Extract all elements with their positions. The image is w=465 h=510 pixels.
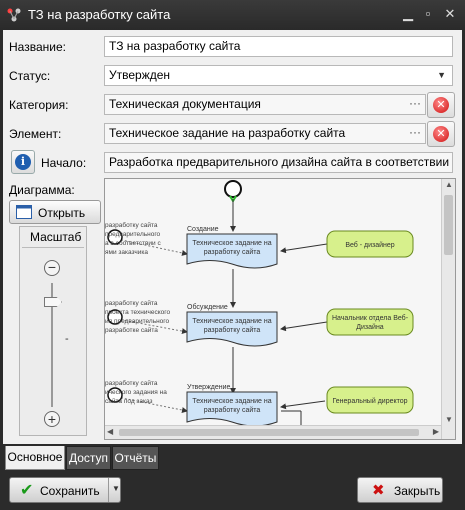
node-text: разработку сайта — [204, 248, 261, 256]
title-bar[interactable]: ТЗ на разработку сайта ▁ ▫ ✕ — [0, 0, 465, 30]
clear-category-button[interactable]: ✕ — [427, 92, 455, 118]
form-panel: Название: ТЗ на разработку сайта Статус:… — [3, 30, 462, 444]
save-button-label: Сохранить — [40, 484, 100, 498]
zoom-in-icon[interactable]: + — [44, 411, 60, 427]
node-text: Техническое задание на — [192, 398, 271, 405]
category-field[interactable]: Техническая документация ··· — [104, 94, 426, 115]
vertical-scroll-thumb[interactable] — [444, 195, 453, 255]
element-value: Техническое задание на разработку сайта — [109, 126, 346, 140]
tab-access[interactable]: Доступ — [66, 446, 111, 470]
scale-slider-thumb[interactable] — [44, 297, 62, 307]
info-icon: i — [15, 154, 31, 170]
horizontal-scroll-thumb[interactable] — [119, 429, 419, 436]
scale-panel: Масштаб − - + — [19, 226, 87, 436]
horizontal-scrollbar[interactable]: ◀ ▶ — [105, 425, 441, 439]
zoom-out-icon[interactable]: − — [44, 260, 60, 276]
close-icon[interactable]: ✕ — [444, 6, 456, 21]
scale-track — [51, 283, 53, 407]
note-text: ия предварительного — [105, 318, 170, 325]
role-text: Веб - дизайнер — [345, 241, 394, 249]
clear-icon: ✕ — [433, 97, 449, 113]
start-label: Начало: — [41, 156, 87, 170]
close-button[interactable]: ✖ Закрыть — [357, 477, 443, 503]
start-event[interactable] — [224, 180, 242, 198]
scale-tick: - — [65, 333, 69, 345]
node-caption: Создание — [187, 226, 219, 233]
node-caption: Утверждение — [187, 384, 231, 391]
category-label: Категория: — [9, 98, 69, 112]
name-field[interactable]: ТЗ на разработку сайта — [104, 36, 453, 57]
split-divider — [108, 478, 109, 502]
window-title: ТЗ на разработку сайта — [28, 7, 171, 22]
chevron-down-icon[interactable]: ▼ — [437, 70, 446, 80]
node-text: разработку сайта — [204, 326, 261, 334]
node-text: разработку сайта — [204, 406, 261, 414]
role-text: Дизайна — [356, 323, 384, 331]
open-button-label: Открыть — [38, 206, 86, 220]
note-text: а в соответствии с — [105, 240, 161, 247]
vertical-scrollbar[interactable]: ▲ ▼ — [441, 179, 455, 439]
close-button-label: Закрыть — [394, 484, 441, 498]
note-text: ями заказчика — [105, 249, 148, 256]
tab-main[interactable]: Основное — [5, 446, 65, 470]
open-button[interactable]: Открыть — [9, 200, 101, 224]
element-field[interactable]: Техническое задание на разработку сайта … — [104, 123, 426, 144]
clear-icon: ✕ — [433, 126, 449, 142]
window-icon — [16, 205, 32, 219]
role-text: Генеральный директор — [332, 397, 407, 405]
note-text: разработку сайта — [105, 221, 158, 229]
info-button[interactable]: i — [11, 150, 35, 174]
minimize-icon[interactable]: ▁ — [403, 6, 413, 21]
role-text: Начальник отдела Веб- — [332, 314, 409, 322]
scroll-right-icon[interactable]: ▶ — [432, 427, 439, 436]
scroll-up-icon[interactable]: ▲ — [445, 180, 453, 189]
role-node[interactable]: Генеральный директор — [326, 386, 414, 414]
event-3[interactable] — [107, 387, 123, 403]
checkmark-icon: ✔ — [20, 482, 34, 499]
element-browse-icon[interactable]: ··· — [409, 125, 421, 139]
note-text: ического задания на — [105, 389, 167, 396]
chevron-down-icon[interactable]: ▼ — [112, 484, 120, 493]
role-node[interactable]: Начальник отдела Веб-Дизайна — [326, 308, 414, 336]
save-button[interactable]: ✔ Сохранить ▼ — [9, 477, 121, 503]
note-text: разработку сайта — [105, 299, 158, 307]
name-label: Название: — [9, 40, 66, 54]
close-x-icon: ✖ — [372, 482, 385, 499]
clear-element-button[interactable]: ✕ — [427, 121, 455, 147]
category-value: Техническая документация — [109, 97, 261, 111]
status-label: Статус: — [9, 69, 51, 83]
note-text: сайта под заказ — [105, 397, 153, 405]
note-text: проекта технического — [105, 309, 170, 316]
element-label: Элемент: — [9, 127, 62, 141]
note-text: разработку сайта — [105, 379, 158, 387]
event-2[interactable] — [107, 309, 123, 325]
node-caption: Обсуждение — [187, 303, 228, 311]
note-text: разработке сайта — [105, 326, 158, 334]
tab-reports[interactable]: Отчёты — [112, 446, 159, 470]
scroll-left-icon[interactable]: ◀ — [107, 427, 114, 436]
node-text: Техническое задание на — [192, 318, 271, 325]
status-select[interactable]: Утвержден ▼ — [104, 65, 453, 86]
diagram-label: Диаграмма: — [9, 183, 75, 197]
note-text: предварительного — [105, 231, 161, 238]
scale-label: Масштаб — [30, 230, 82, 244]
event-1[interactable] — [107, 229, 123, 245]
role-node[interactable]: Веб - дизайнер — [326, 230, 414, 258]
divider — [22, 247, 84, 248]
category-browse-icon[interactable]: ··· — [409, 96, 421, 110]
scroll-down-icon[interactable]: ▼ — [445, 415, 453, 424]
status-value: Утвержден — [109, 68, 171, 82]
maximize-icon[interactable]: ▫ — [425, 6, 431, 21]
start-field[interactable]: Разработка предварительного дизайна сайт… — [104, 152, 453, 173]
node-text: Техническое задание на — [192, 240, 271, 247]
app-icon — [7, 8, 21, 22]
